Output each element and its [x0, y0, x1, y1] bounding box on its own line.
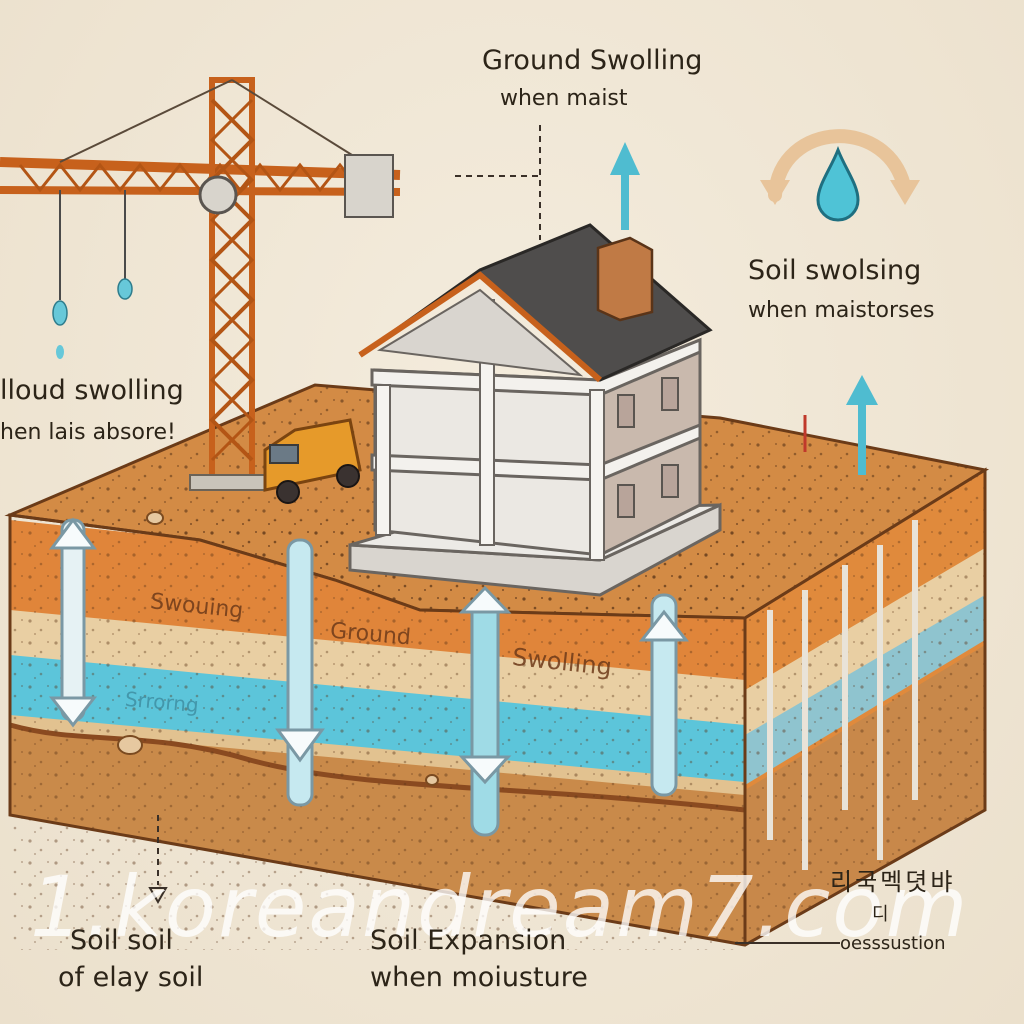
label-cloud-swelling-subtitle: hen lais absore! [0, 420, 176, 445]
leader-lines [148, 125, 840, 944]
right-face-rods [767, 520, 918, 870]
soil-block [4, 383, 990, 950]
arrow-left [60, 518, 86, 722]
watermark: 1.koreandream7.com [30, 858, 970, 956]
upward-arrows [610, 142, 878, 475]
water-drop-hanging-1 [52, 300, 68, 326]
water-drop-hanging-2 [56, 345, 64, 359]
house [348, 223, 722, 597]
house-chimney [596, 236, 654, 322]
crane-counterweight [344, 154, 394, 218]
label-soil-swelling-title: Soil swolsing [748, 255, 922, 286]
label-soil-swelling-subtitle: when maistorses [748, 298, 935, 323]
water-drop-icon [816, 145, 860, 222]
arrow-center-left [286, 538, 314, 807]
crane-cab [198, 175, 238, 215]
label-oesssustion: oesssustion [840, 933, 946, 954]
label-ground-swelling-title: Ground Swolling [482, 45, 703, 76]
arrow-center [470, 598, 500, 837]
label-cloud-swelling-title: lloud swolling [0, 375, 184, 406]
soil-movement-arrows [48, 517, 690, 837]
label-when-moisture: when moiusture [370, 962, 588, 993]
label-korean-glyphs: 리국멕뎟뱌 [830, 868, 956, 896]
moisture-cycle-icon [760, 129, 920, 222]
tower-crane [0, 77, 401, 491]
water-drop-hanging-3 [117, 278, 133, 300]
arrow-center-right [650, 593, 678, 797]
label-korean-small: 디 [872, 904, 889, 925]
pebbles [117, 511, 439, 786]
label-soil-soil: Soil soil [70, 925, 173, 956]
label-ground-swelling-subtitle: when maist [500, 86, 628, 111]
label-clay-soil: of elay soil [58, 962, 204, 993]
label-soil-expansion: Soil Expansion [370, 925, 567, 956]
dump-truck [263, 418, 362, 504]
